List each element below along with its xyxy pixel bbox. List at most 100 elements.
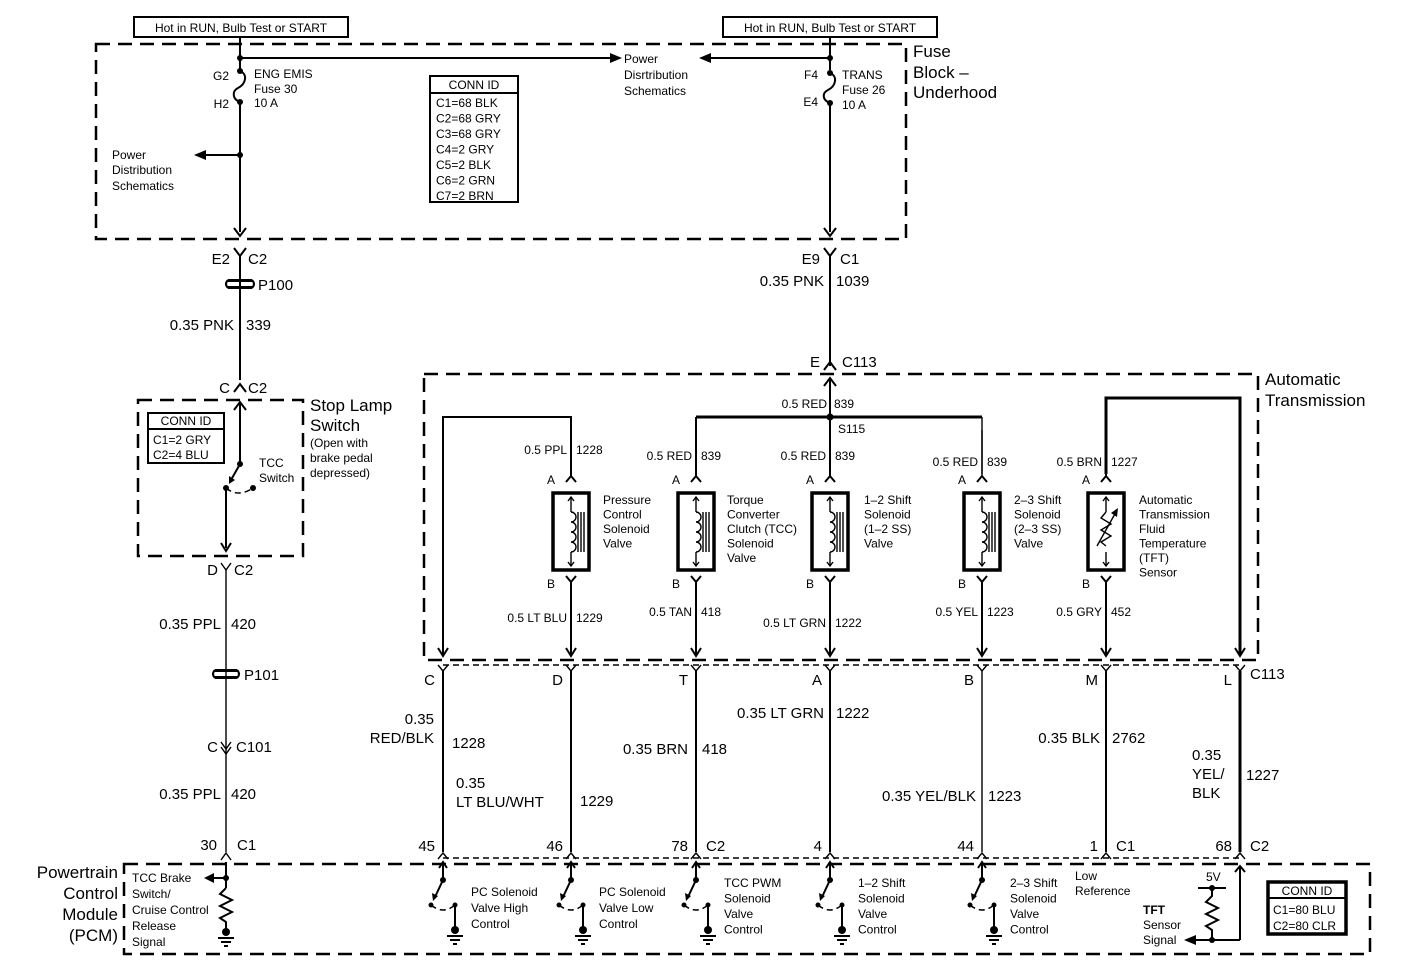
wire-gauge-color: 0.35 PNK: [760, 273, 824, 290]
component-name: Converter: [727, 508, 780, 522]
circuit-number: 418: [702, 741, 727, 758]
fuse-30-icon: [232, 68, 246, 105]
pcm-function-label: Control: [471, 917, 510, 931]
splice-label: S115: [838, 422, 865, 436]
wire-gauge-color: 0.5 RED: [782, 397, 828, 411]
component-name: Solenoid: [727, 537, 774, 551]
voltage-label: 5V: [1206, 870, 1221, 884]
wire-gauge-color: 0.35 YEL/BLK: [882, 788, 976, 805]
fuse-name: ENG EMIS: [254, 67, 313, 81]
pin-label: B: [806, 577, 814, 591]
pcm-function-label: Signal: [132, 935, 165, 949]
component-name: Solenoid: [1014, 508, 1061, 522]
fuse-block-title: Fuse: [913, 42, 951, 61]
c113-pin: D: [552, 672, 563, 689]
fuse-block-title: Block –: [913, 63, 969, 82]
pcm-function-label: PC Solenoid: [599, 885, 666, 899]
component-name: Valve: [727, 551, 756, 565]
wire-gauge-color: 0.5 LT BLU: [507, 611, 567, 625]
component-name: (TFT): [1139, 551, 1169, 565]
driver-switch-icon: [821, 879, 831, 898]
circuit-number: 1228: [452, 735, 485, 752]
pcm-pin: 78: [671, 838, 688, 855]
pcm-function-label: Signal: [1143, 933, 1176, 947]
wire-gauge-color: BLK: [1192, 785, 1220, 802]
fuse-rating: 10 A: [254, 96, 278, 110]
power-dist-link[interactable]: Distribution: [112, 163, 172, 177]
circuit-number: 420: [231, 786, 256, 803]
connector-pin: C: [207, 739, 218, 756]
pass-through-label: P101: [244, 667, 279, 684]
pcm-pin: 46: [546, 838, 563, 855]
conn-id-item: C5=2 BLK: [436, 158, 491, 172]
coil-icon: [981, 511, 988, 553]
pcm-pin: 1: [1090, 838, 1098, 855]
pcm-function-label: 1–2 Shift: [858, 876, 906, 890]
pcm-function-label: Solenoid: [858, 892, 905, 906]
power-dist-link[interactable]: Power: [112, 148, 146, 162]
circuit-number: 1228: [576, 443, 603, 457]
ground-icon: [575, 926, 591, 945]
component-title: Transmission: [1265, 391, 1365, 410]
c113-pin: T: [679, 672, 688, 689]
connector-pin: D: [207, 562, 218, 579]
connector-id: C2: [234, 562, 253, 579]
pin-label: A: [958, 473, 966, 487]
power-dist-link[interactable]: Disrtribution: [624, 68, 688, 82]
connector-pin: E2: [212, 251, 230, 268]
pin-label: B: [1082, 577, 1090, 591]
ground-icon: [447, 926, 463, 945]
wire-gauge-color: 0.5 RED: [647, 449, 693, 463]
circuit-number: 839: [987, 455, 1007, 469]
power-dist-link[interactable]: Power: [624, 52, 658, 66]
component-name: Valve: [603, 537, 632, 551]
circuit-number: 1223: [987, 605, 1014, 619]
wire-gauge-color: 0.5 LT GRN: [763, 616, 826, 630]
connector-id: C1: [840, 251, 859, 268]
arrow-right-icon: [610, 53, 622, 63]
power-label-text: Hot in RUN, Bulb Test or START: [744, 21, 917, 35]
circuit-number: 339: [246, 317, 271, 334]
component-note: (Open with: [310, 436, 368, 450]
component-name: 1–2 Shift: [864, 493, 912, 507]
arrow-left-icon: [194, 150, 206, 160]
circuit-number: 1229: [576, 611, 603, 625]
conn-id-item: C2=80 CLR: [1273, 919, 1336, 933]
fuse-block-title: Underhood: [913, 83, 997, 102]
wire-gauge-color: 0.35 PNK: [170, 317, 234, 334]
pin-label: A: [806, 473, 814, 487]
wire-gauge-color: 0.5 GRY: [1056, 605, 1102, 619]
resistor-icon: [217, 887, 235, 930]
pcm-function-label: Valve: [1010, 907, 1039, 921]
component-title: Control: [63, 884, 118, 903]
ground-icon: [834, 926, 850, 945]
pcm-pin: 30: [200, 837, 217, 854]
power-dist-link[interactable]: Schematics: [624, 84, 686, 98]
component-note: depressed): [310, 466, 370, 480]
conn-id-item: C1=80 BLU: [1273, 903, 1335, 917]
circuit-number: 452: [1111, 605, 1131, 619]
wire-gauge-color: LT BLU/WHT: [456, 794, 544, 811]
pin-label: A: [672, 473, 680, 487]
fuse-pin: H2: [214, 97, 230, 111]
pcm-function-label: Solenoid: [724, 892, 771, 906]
wire-gauge-color: 0.35 PPL: [159, 616, 221, 633]
power-dist-link[interactable]: Schematics: [112, 179, 174, 193]
component-name: Clutch (TCC): [727, 522, 797, 536]
driver-switch-icon: [687, 879, 697, 898]
pcm-function-label: Switch/: [132, 887, 171, 901]
component-name: Valve: [1014, 537, 1043, 551]
connector-id: C101: [236, 739, 272, 756]
conn-id-title: CONN ID: [161, 414, 212, 428]
fuse-pin: F4: [804, 68, 818, 82]
c113-pin: L: [1224, 672, 1232, 689]
switch-label: TCC: [259, 456, 284, 470]
